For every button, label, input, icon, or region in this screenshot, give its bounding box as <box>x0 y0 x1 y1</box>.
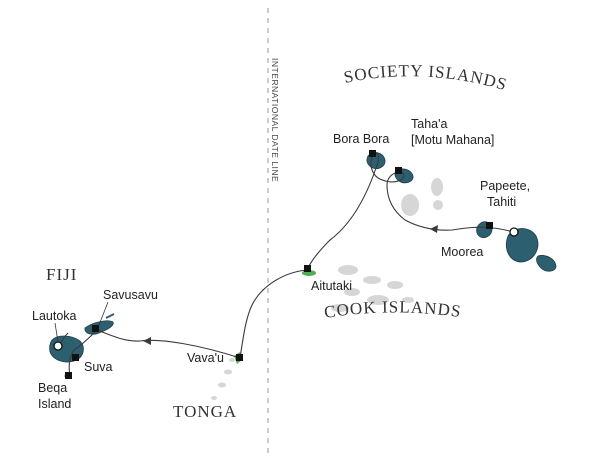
port-label-moorea: Moorea <box>441 245 483 259</box>
savusavu-leader <box>98 301 109 326</box>
region-label-cook: COOK ISLANDS <box>323 297 463 321</box>
port-label-aitutaki: Aitutaki <box>311 279 352 293</box>
tahiti-island <box>505 228 557 272</box>
port-marker-beqa[interactable] <box>65 372 72 379</box>
society-secondary-islands <box>401 178 443 216</box>
port-label-vavau: Vava'u <box>187 351 224 365</box>
cruise-route <box>68 153 515 377</box>
route-arrow-icon <box>143 337 151 345</box>
date-line-label: INTERNATIONAL DATE LINE <box>270 58 280 182</box>
port-label-tahaa-2: [Motu Mahana] <box>411 133 494 147</box>
port-label-papeete-2: Tahiti <box>487 195 516 209</box>
port-label-bora-bora: Bora Bora <box>333 132 389 146</box>
region-label-fiji: FIJI <box>46 265 77 284</box>
port-label-savusavu: Savusavu <box>103 288 158 302</box>
port-marker-papeete[interactable] <box>509 227 519 237</box>
port-marker-tahaa[interactable] <box>395 167 402 174</box>
port-marker-lautoka[interactable] <box>53 341 63 351</box>
port-marker-bora-bora[interactable] <box>369 150 376 157</box>
port-label-papeete-1: Papeete, <box>480 179 530 193</box>
route-arrow-icon <box>430 225 438 233</box>
port-marker-suva[interactable] <box>72 354 79 361</box>
region-label-society: SOCIETY ISLANDS <box>342 61 509 94</box>
port-marker-aitutaki[interactable] <box>304 265 311 272</box>
port-marker-savusavu[interactable] <box>92 325 99 332</box>
region-label-tonga: TONGA <box>173 402 237 421</box>
tonga-islands <box>211 358 235 400</box>
port-label-lautoka: Lautoka <box>32 309 77 323</box>
port-label-beqa-2: Island <box>38 397 71 411</box>
lautoka-leader <box>54 322 59 343</box>
port-label-suva: Suva <box>84 360 113 374</box>
port-label-beqa-1: Beqa <box>38 381 67 395</box>
cook-islands-landmass <box>331 265 414 312</box>
port-marker-moorea[interactable] <box>486 222 493 229</box>
port-marker-vavau[interactable] <box>236 354 243 361</box>
port-label-tahaa-1: Taha'a <box>411 117 447 131</box>
